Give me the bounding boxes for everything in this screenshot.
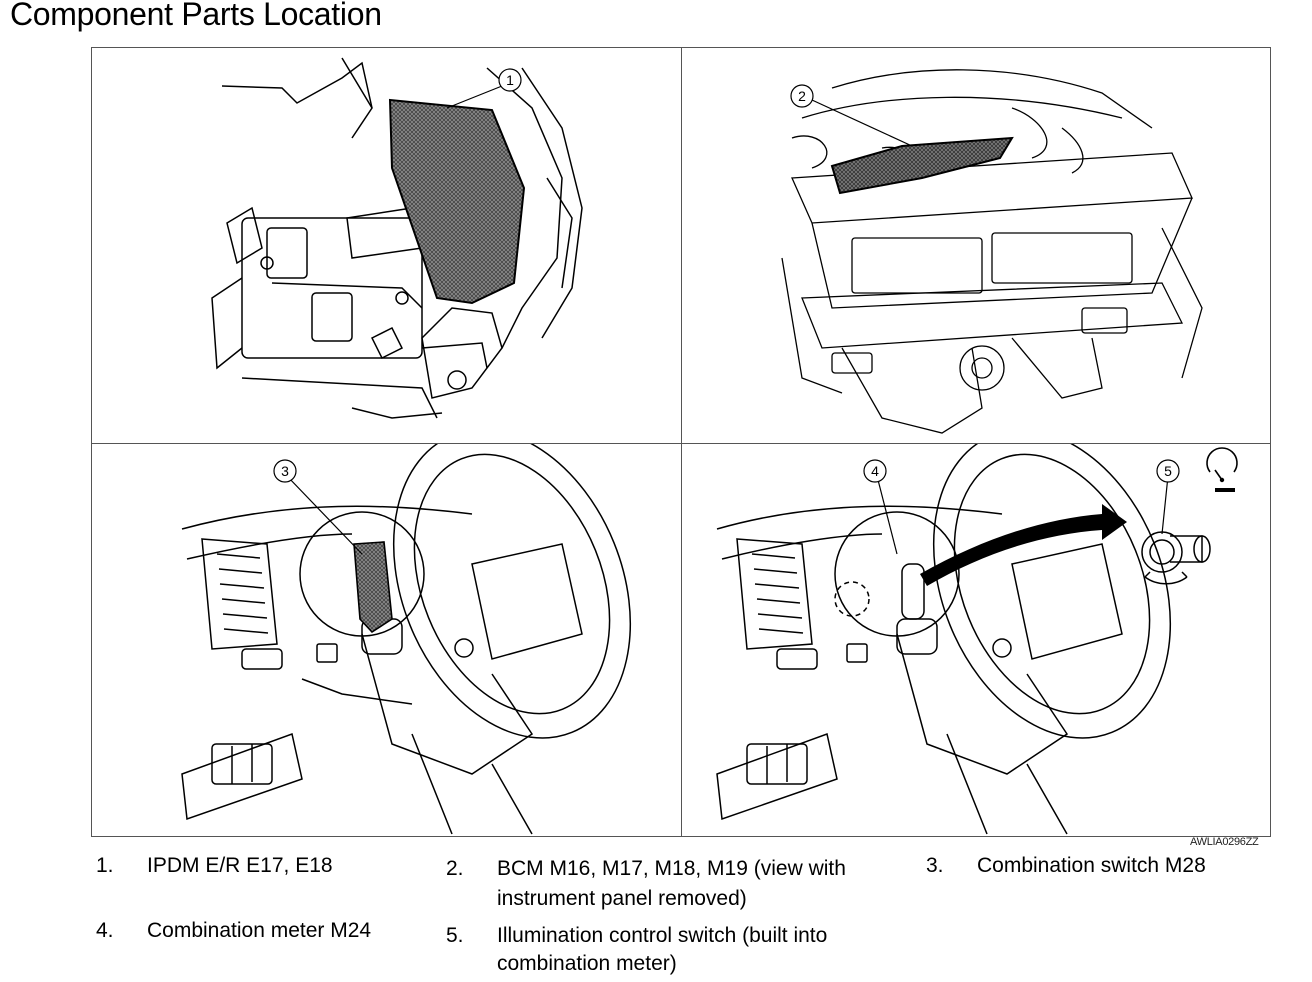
legend-number: 1. xyxy=(96,854,114,877)
figure-id: AWLIA0296ZZ xyxy=(1190,836,1259,848)
legend-item-2: 2. BCM M16, M17, M18, M19 (view with ins… xyxy=(446,854,906,914)
callout-2: 2 xyxy=(790,84,814,108)
callout-3: 3 xyxy=(273,459,297,483)
svg-text:5: 5 xyxy=(1164,463,1172,479)
component-location-figure: 1 xyxy=(91,47,1271,837)
legend-number: 5. xyxy=(446,924,464,947)
panel-divider-vertical xyxy=(681,48,682,836)
legend-text: BCM M16, M17, M18, M19 (view with xyxy=(497,857,846,880)
page-title: Component Parts Location xyxy=(10,0,382,32)
legend-text: Combination meter M24 xyxy=(147,919,372,942)
dashboard-bcm-illustration: 2 xyxy=(682,48,1270,442)
svg-text:4: 4 xyxy=(871,463,879,479)
legend-text: Combination switch M28 xyxy=(977,854,1206,877)
callout-5: 5 xyxy=(1156,459,1180,483)
engine-compartment-ipdm-illustration: 1 xyxy=(92,48,680,442)
legend-item-4: 4. Combination meter M24 xyxy=(96,916,426,946)
svg-text:1: 1 xyxy=(506,72,514,88)
combination-meter-illustration: 4 5 xyxy=(682,444,1270,838)
legend-item-5: 5. Illumination control switch (built in… xyxy=(446,921,906,981)
callout-4: 4 xyxy=(863,459,887,483)
legend-item-3: 3. Combination switch M28 xyxy=(926,851,1256,881)
steering-column-switch-illustration: 3 xyxy=(92,444,680,838)
panel-divider-horizontal xyxy=(92,443,1270,444)
legend-number: 2. xyxy=(446,857,464,880)
legend-text: IPDM E/R E17, E18 xyxy=(147,854,333,877)
legend-text-line-2: instrument panel removed) xyxy=(497,887,747,910)
svg-text:3: 3 xyxy=(281,463,289,479)
speedometer-icon xyxy=(1206,447,1238,492)
legend-text: Illumination control switch (built into xyxy=(497,924,828,947)
svg-text:2: 2 xyxy=(798,88,806,104)
callout-1: 1 xyxy=(498,68,522,92)
legend-number: 3. xyxy=(926,854,944,877)
legend-text-line-2: combination meter) xyxy=(497,952,677,975)
legend-item-1: 1. IPDM E/R E17, E18 xyxy=(96,851,426,881)
legend-number: 4. xyxy=(96,919,114,942)
